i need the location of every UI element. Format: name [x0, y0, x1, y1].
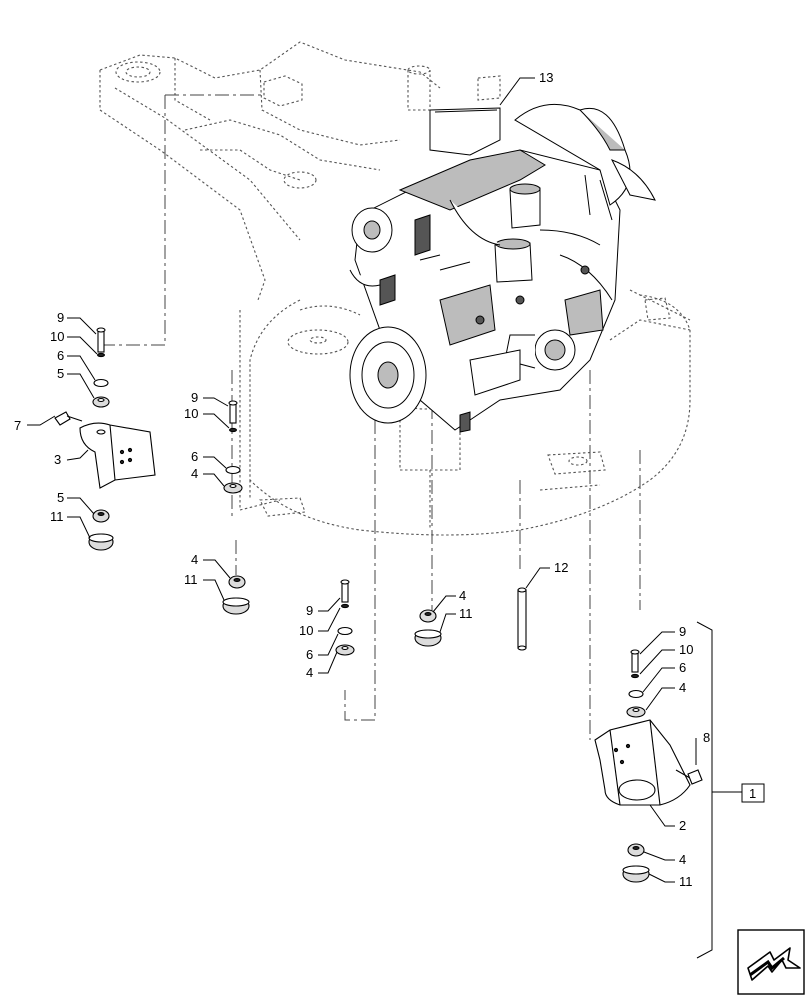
pin-12 [517, 587, 527, 651]
center-mount-hardware [335, 579, 355, 656]
callout-10-center: 10 [299, 623, 313, 638]
callout-11-center-right: 11 [459, 606, 473, 621]
group-bracket [696, 621, 765, 959]
callout-8: 8 [703, 730, 710, 745]
callout-11-center-left: 11 [184, 572, 198, 587]
callout-11-right: 11 [679, 874, 693, 889]
callout-9-left: 9 [57, 310, 64, 325]
callout-box-1 [741, 783, 765, 803]
right-mount-hardware [594, 649, 703, 883]
bolt-9-left [97, 329, 105, 353]
callout-labels: 9 10 6 5 7 3 5 11 9 10 6 4 4 11 9 10 6 4… [14, 70, 756, 889]
engine-assembly [349, 103, 656, 433]
next-page-arrow-icon[interactable] [737, 929, 805, 995]
callout-4-right-lower: 4 [679, 852, 686, 867]
upper-frame-outline [99, 41, 501, 301]
callout-9-center-left: 9 [191, 390, 198, 405]
callout-2: 2 [679, 818, 686, 833]
callout-10-center-left: 10 [184, 406, 198, 421]
callout-6-left: 6 [57, 348, 64, 363]
callout-9-center: 9 [306, 603, 313, 618]
left-mount-hardware [54, 327, 156, 551]
callout-10-left: 10 [50, 329, 64, 344]
callout-5-left-lower: 5 [57, 490, 64, 505]
phantom-alignment-lines [100, 94, 641, 740]
callout-6-center: 6 [306, 647, 313, 662]
callout-4-center-left-lower: 4 [191, 552, 198, 567]
callout-3: 3 [54, 452, 61, 467]
callout-4-center: 4 [306, 665, 313, 680]
callout-10-right: 10 [679, 642, 693, 657]
callout-7: 7 [14, 418, 21, 433]
callout-12: 12 [554, 560, 568, 575]
callout-13: 13 [539, 70, 553, 85]
callout-6-right: 6 [679, 660, 686, 675]
callout-5-left-upper: 5 [57, 366, 64, 381]
callout-11-left: 11 [50, 509, 64, 524]
callout-9-right: 9 [679, 624, 686, 639]
callout-1: 1 [749, 786, 756, 801]
leader-lines [27, 77, 697, 883]
callout-6-center-left: 6 [191, 449, 198, 464]
center-right-mount-hardware [414, 609, 442, 647]
callout-4-center-right: 4 [459, 588, 466, 603]
callout-4-right-upper: 4 [679, 680, 686, 695]
callout-4-center-left-upper: 4 [191, 466, 198, 481]
bracket-3 [79, 422, 156, 489]
center-left-mount-hardware [222, 400, 250, 615]
